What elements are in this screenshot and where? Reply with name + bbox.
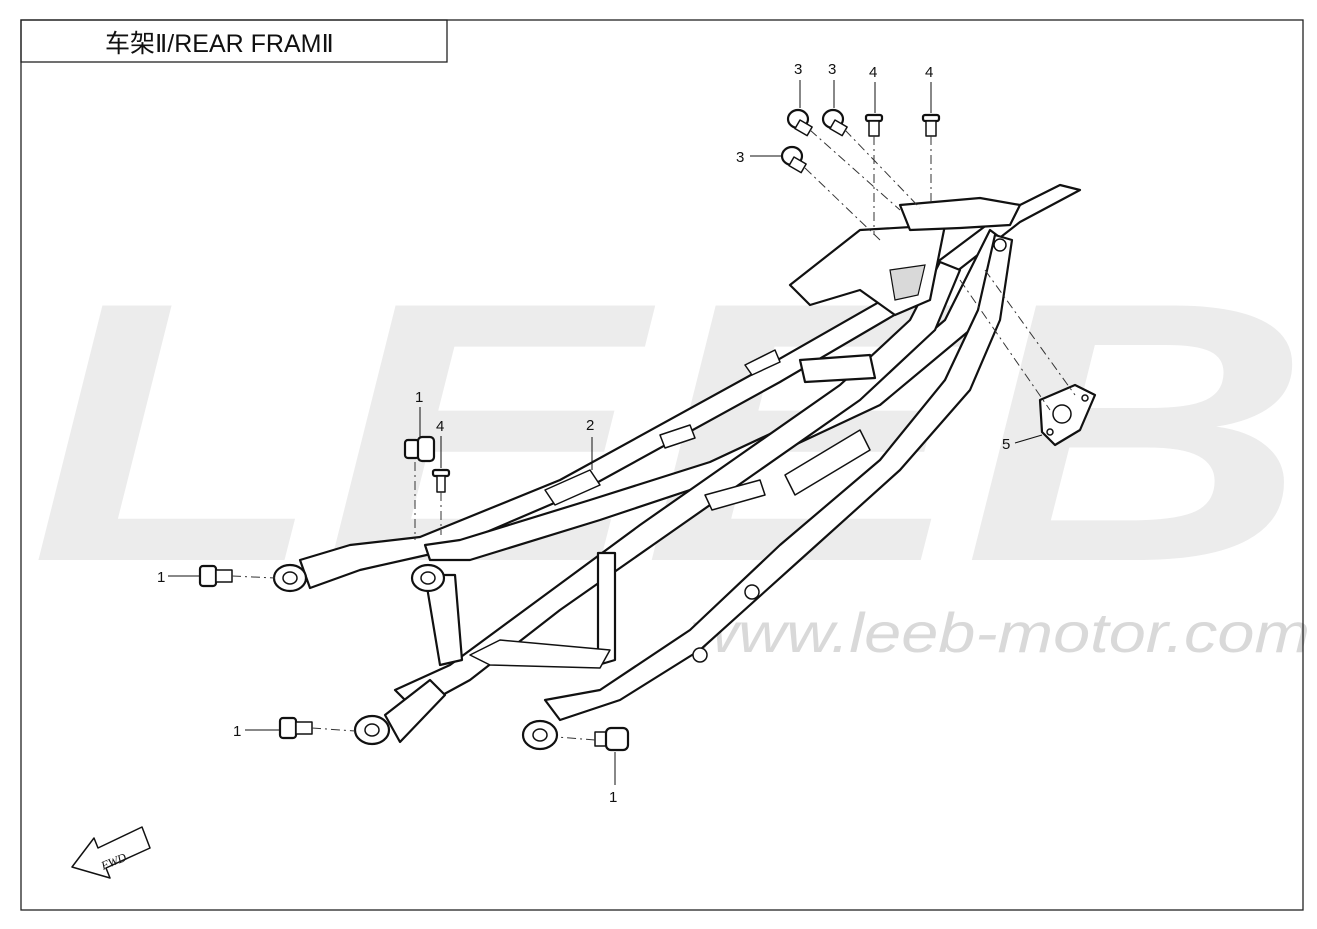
fwd-arrow-icon: FWD (71, 826, 151, 879)
callout-4b: 4 (869, 64, 877, 81)
bolt-4-top-b (921, 113, 941, 137)
callout-1a: 1 (157, 569, 165, 586)
nub-3 (993, 238, 1007, 252)
lower-left-eye-hole (364, 723, 380, 737)
page-title: 车架Ⅱ/REAR FRAMⅡ (105, 30, 334, 58)
upper-right-rail (423, 228, 1012, 562)
rear-frame-drawing (272, 183, 1082, 751)
bracket-upper (744, 349, 781, 376)
left-down-tube (423, 573, 464, 667)
callout-3c: 3 (736, 149, 744, 166)
callout-4a: 4 (436, 418, 444, 435)
bolt-3-b (821, 108, 848, 137)
bolt-3-a (786, 108, 813, 137)
watermark-url: www.leeb-motor.com (690, 601, 1310, 664)
bracket-left (659, 424, 696, 449)
nub-1 (744, 584, 760, 600)
callout-3b: 3 (828, 61, 836, 78)
bolts (198, 108, 941, 752)
bracket-part-2 (544, 469, 601, 506)
nub-2 (692, 647, 708, 663)
plate-shade (889, 264, 926, 301)
callout-1c: 1 (415, 389, 423, 406)
callout-3a: 3 (794, 61, 802, 78)
callout-2: 2 (586, 417, 594, 434)
upper-right-eye-hole (420, 571, 436, 585)
bolt-1-bottom (594, 726, 630, 752)
title-box (20, 19, 448, 63)
callouts: 1 1 1 1 2 3 3 3 4 4 4 5 (157, 61, 1043, 806)
bolt-1-left-upper (198, 564, 233, 588)
rear-grab-end (898, 196, 1022, 232)
bolt-1-top (403, 435, 436, 463)
assembly-lines (231, 129, 1076, 741)
bracket-slotted (784, 429, 871, 496)
callout-5: 5 (1002, 436, 1010, 453)
lower-right-tube (543, 233, 1014, 722)
drawing-border (20, 19, 1304, 911)
lower-left-tube (393, 260, 962, 712)
part-5-gasket (1038, 383, 1097, 447)
foot-bracket (469, 639, 611, 669)
callout-4c: 4 (925, 64, 933, 81)
bolt-3-c (780, 145, 807, 174)
bolt-1-left-lower (278, 716, 313, 740)
lower-left-lug (383, 678, 447, 744)
bolt-4-top-a (864, 113, 884, 137)
cross-tube (798, 353, 877, 384)
callout-1d: 1 (609, 789, 617, 806)
bracket-mid (704, 479, 766, 511)
callout-1b: 1 (233, 723, 241, 740)
center-down-tube (596, 551, 617, 667)
upper-left-eye-hole (282, 571, 298, 585)
lower-right-eye-hole (532, 728, 548, 742)
